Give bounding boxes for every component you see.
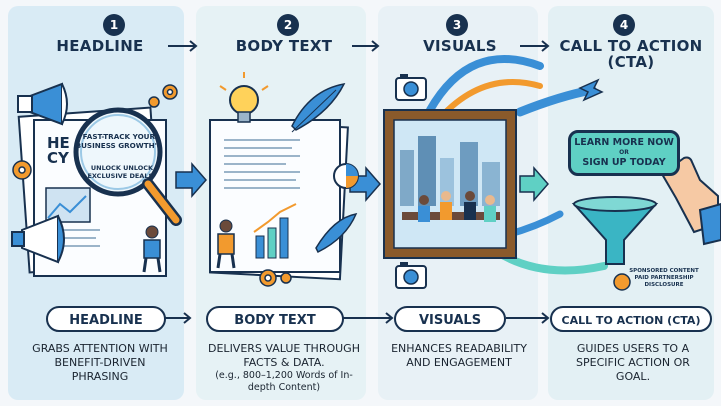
description-visuals: ENHANCES READABILITY AND ENGAGEMENT <box>391 342 527 369</box>
step-number-1: 1 <box>103 14 125 36</box>
camera-icon-2 <box>395 262 427 289</box>
person-icon <box>142 225 162 273</box>
gear-icon-2 <box>259 269 292 287</box>
middle-arrow-3 <box>519 166 549 202</box>
megaphone-icon <box>17 82 68 126</box>
picture-frame-icon <box>383 109 517 259</box>
magnified-headline-text: "FAST-TRACK YOUR BUSINESS GROWTH" <box>75 132 159 150</box>
step-title-2: BODY TEXT <box>235 37 333 55</box>
funnel-icon <box>571 196 659 265</box>
description-body-text: DELIVERS VALUE THROUGH FACTS & DATA. <box>208 342 360 369</box>
lightbulb-icon <box>219 72 269 123</box>
step-title-4: CALL TO ACTION (CTA) <box>559 37 703 71</box>
cta-button-or: OR <box>619 149 629 156</box>
description-cta: GUIDES USERS TO A SPECIFIC ACTION OR GOA… <box>576 342 690 383</box>
step-number-3: 3 <box>446 14 468 36</box>
cta-button-line1: LEARN MORE NOW <box>574 137 674 148</box>
bottom-arrow-3 <box>506 312 550 324</box>
middle-arrow-1 <box>175 162 207 198</box>
feather-icon-2 <box>315 213 358 254</box>
step-title-1: HEADLINE <box>56 37 144 55</box>
newspaper-headline-fragment: HE CY <box>47 134 70 167</box>
person-icon-2 <box>216 219 236 269</box>
pill-visuals: VISUALS <box>394 306 506 332</box>
cta-button-line2: SIGN UP TODAY <box>582 157 666 168</box>
step-number-4: 4 <box>613 14 635 36</box>
top-arrow-3 <box>520 40 550 52</box>
top-arrow-1 <box>168 40 198 52</box>
pill-body-text: BODY TEXT <box>206 306 344 332</box>
pill-headline: HEADLINE <box>46 306 166 332</box>
pill-cta: CALL TO ACTION (CTA) <box>550 306 712 332</box>
cta-button: LEARN MORE NOW OR SIGN UP TODAY <box>568 130 680 176</box>
description-headline: GRABS ATTENTION WITH BENEFIT-DRIVEN PHRA… <box>32 342 168 383</box>
feather-icon <box>291 83 346 133</box>
step-number-2: 2 <box>277 14 299 36</box>
bottom-arrow-2 <box>342 312 394 324</box>
unlock-deals-text: UNLOCK UNLOCK EXCLUSIVE DEALS" <box>87 164 157 180</box>
bottom-arrow-1 <box>164 312 192 324</box>
megaphone-icon-2 <box>11 214 65 264</box>
pie-chart-icon <box>333 163 359 189</box>
magnifier-icon <box>73 107 182 226</box>
camera-icon <box>395 74 427 101</box>
sponsor-disclosure: SPONSORED CONTENT PAID PARTNERSHIP DISCL… <box>629 268 699 288</box>
step-title-3: VISUALS <box>423 37 497 55</box>
hand-pointer-icon <box>660 156 721 246</box>
cta-arrow-decoration <box>578 78 604 102</box>
top-arrow-2 <box>352 40 380 52</box>
bar-chart-icon <box>253 203 297 259</box>
gear-icon <box>12 84 178 180</box>
body-text-note: (e.g., 800–1,200 Words of In-depth Conte… <box>215 370 353 393</box>
coin-icon <box>613 273 631 291</box>
